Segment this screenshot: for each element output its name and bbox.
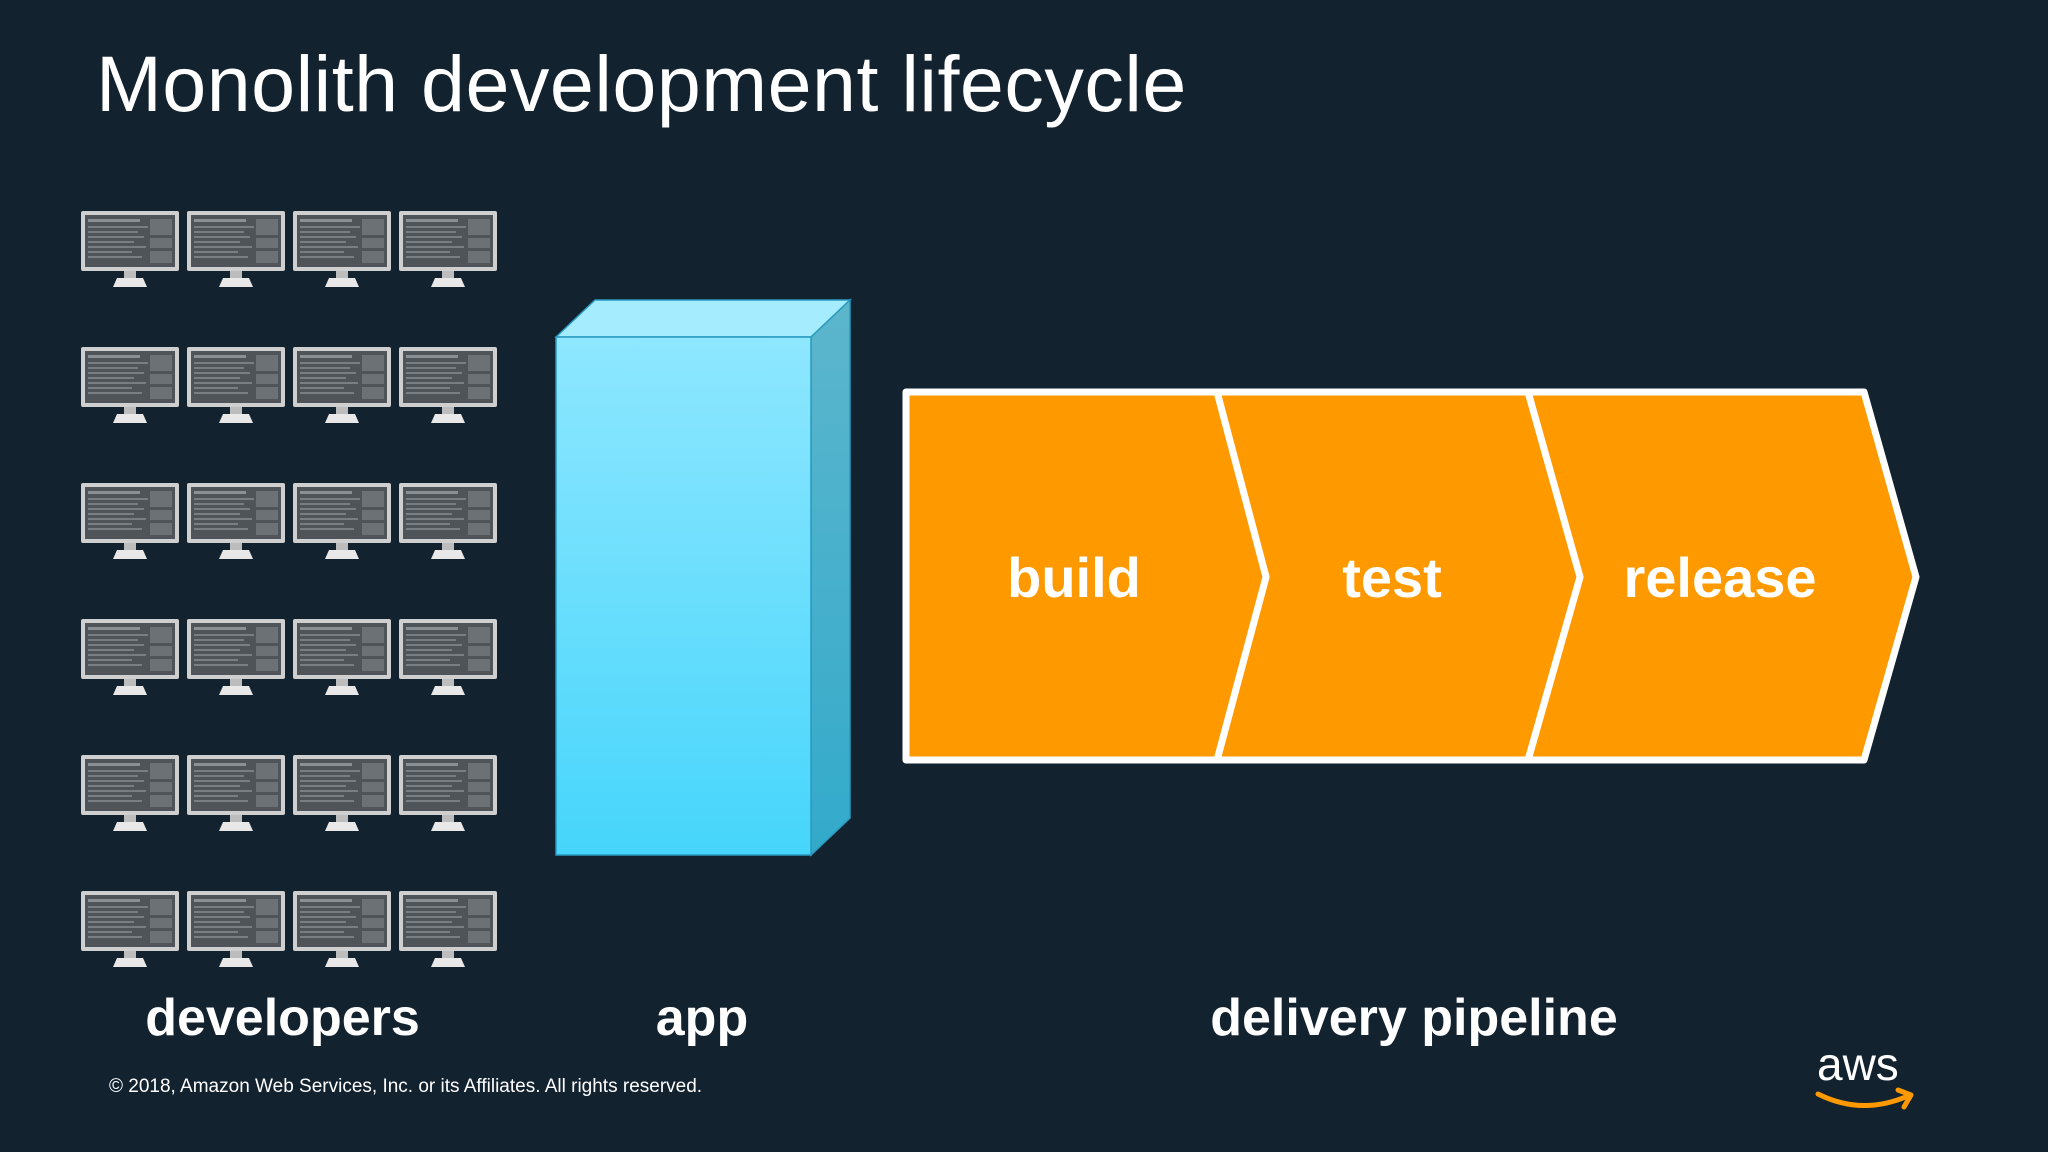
aws-arrow-icon: [1895, 1087, 1914, 1110]
computer-monitor-icon: [292, 210, 392, 290]
computer-monitor-icon: [186, 890, 286, 970]
computer-monitor-icon: [398, 890, 498, 970]
app-box-side: [810, 298, 851, 857]
developers-grid: [80, 210, 500, 980]
delivery-pipeline: build test release: [902, 388, 1920, 764]
computer-monitor-icon: [398, 210, 498, 290]
aws-logo-text: aws: [1817, 1040, 1899, 1090]
stage-label-release: release: [1623, 546, 1816, 609]
app-label: app: [655, 989, 749, 1047]
computer-monitor-icon: [80, 482, 180, 562]
computer-monitor-icon: [80, 618, 180, 698]
computer-monitor-icon: [80, 754, 180, 834]
computer-monitor-icon: [398, 482, 498, 562]
computer-monitor-icon: [186, 210, 286, 290]
computer-monitor-icon: [398, 346, 498, 426]
delivery-pipeline-label: delivery pipeline: [1210, 989, 1618, 1047]
computer-monitor-icon: [80, 890, 180, 970]
computer-monitor-icon: [186, 346, 286, 426]
computer-monitor-icon: [292, 346, 392, 426]
computer-monitor-icon: [292, 890, 392, 970]
aws-logo: aws: [1815, 1040, 1914, 1110]
computer-monitor-icon: [398, 754, 498, 834]
slide-title: Monolith development lifecycle: [96, 39, 1187, 128]
app-box-top: [554, 299, 852, 338]
developers-label: developers: [145, 989, 420, 1047]
computer-monitor-icon: [186, 618, 286, 698]
app-box-front: [555, 336, 812, 856]
aws-smile-icon: [1815, 1091, 1911, 1108]
computer-monitor-icon: [292, 754, 392, 834]
computer-monitor-icon: [292, 618, 392, 698]
computer-monitor-icon: [186, 482, 286, 562]
pipeline-stage-build: [902, 388, 1270, 764]
app-box: [554, 298, 852, 857]
copyright-notice: © 2018, Amazon Web Services, Inc. or its…: [109, 1076, 703, 1097]
computer-monitor-icon: [292, 482, 392, 562]
stage-label-build: build: [1007, 546, 1141, 609]
computer-monitor-icon: [80, 346, 180, 426]
computer-monitor-icon: [186, 754, 286, 834]
stage-label-test: test: [1342, 546, 1442, 609]
computer-monitor-icon: [398, 618, 498, 698]
computer-monitor-icon: [80, 210, 180, 290]
